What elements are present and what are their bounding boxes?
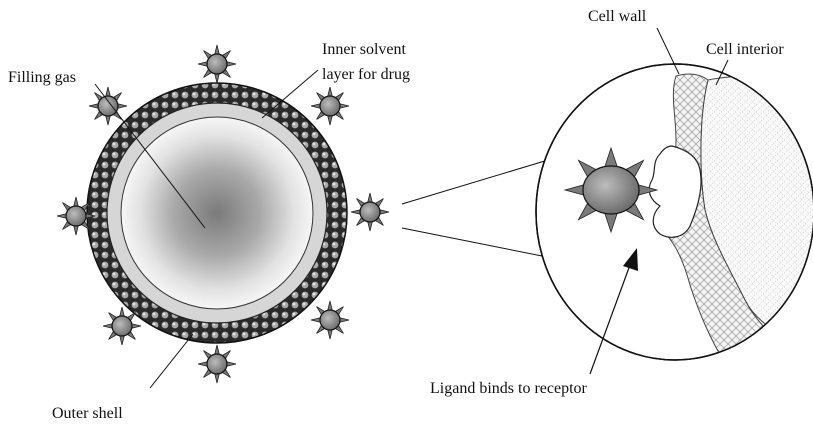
label-cell-wall: Cell wall: [588, 8, 647, 25]
surface-ligand-icon: [198, 345, 236, 383]
surface-ligand-icon: [103, 307, 141, 345]
label-outer-shell: Outer shell: [52, 405, 123, 422]
surface-ligand-icon: [89, 87, 127, 125]
label-inner-solvent-line1: Inner solvent: [322, 41, 407, 58]
outer-shell-pointer: [150, 334, 193, 388]
surface-ligand-icon: [311, 301, 349, 339]
label-cell-interior: Cell interior: [706, 41, 784, 58]
filling-gas-core: [121, 117, 313, 309]
label-inner-solvent-line2: layer for drug: [322, 66, 410, 83]
zoom-view: [536, 64, 813, 370]
label-ligand-binds: Ligand binds to receptor: [430, 380, 588, 397]
bound-ligand-icon: [565, 148, 657, 232]
surface-ligand-icon: [57, 197, 95, 235]
zoom-line-bottom: [402, 228, 552, 258]
label-filling-gas: Filling gas: [8, 69, 76, 86]
zoom-line-top: [402, 160, 548, 204]
bound-ligand-body: [565, 148, 657, 232]
microbubble: [87, 83, 347, 343]
surface-ligand-icon: [351, 193, 389, 231]
surface-ligand-icon: [198, 45, 236, 83]
surface-ligand-icon: [311, 87, 349, 125]
